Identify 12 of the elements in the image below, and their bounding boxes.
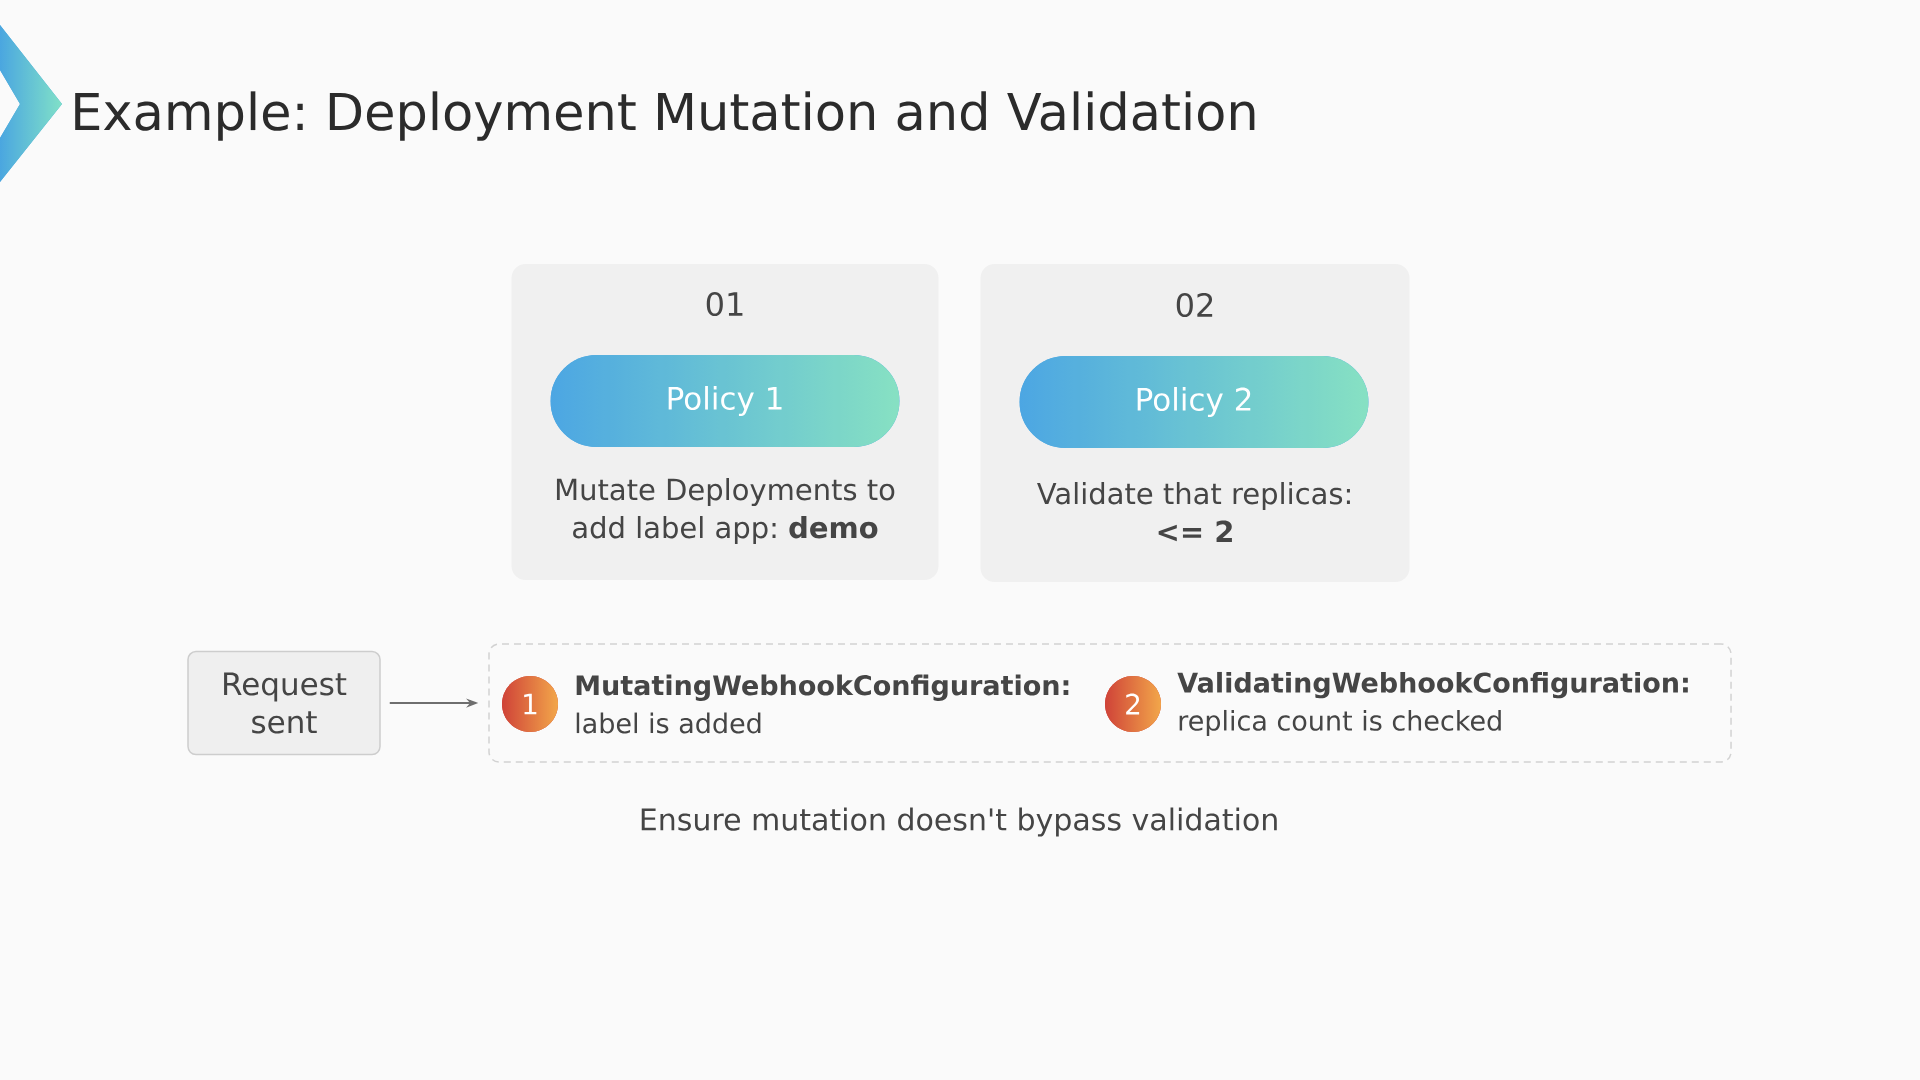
dashed-container: [488, 643, 1732, 763]
title: Example: Deployment Mutation and Validation: [75, 91, 1255, 141]
description-text: Mutate Deployments to add label app: demo: [556, 477, 895, 545]
policy-pill: Policy 2: [1019, 356, 1369, 448]
badge-text: MutatingWebhookConfiguration: label is added: [576, 674, 1069, 734]
note-text: Ensure mutation doesn't bypass validation: [641, 807, 1277, 837]
request-box: Request sent: [187, 650, 381, 756]
description-text: Validate that replicas: <= 2: [1037, 482, 1350, 543]
policy-pill: Policy 1: [550, 355, 900, 447]
badge-text: ValidatingWebhookConfiguration: replica count is checked: [1177, 671, 1688, 737]
step-number: 01: [706, 291, 743, 317]
step-number: 02: [1176, 292, 1213, 318]
